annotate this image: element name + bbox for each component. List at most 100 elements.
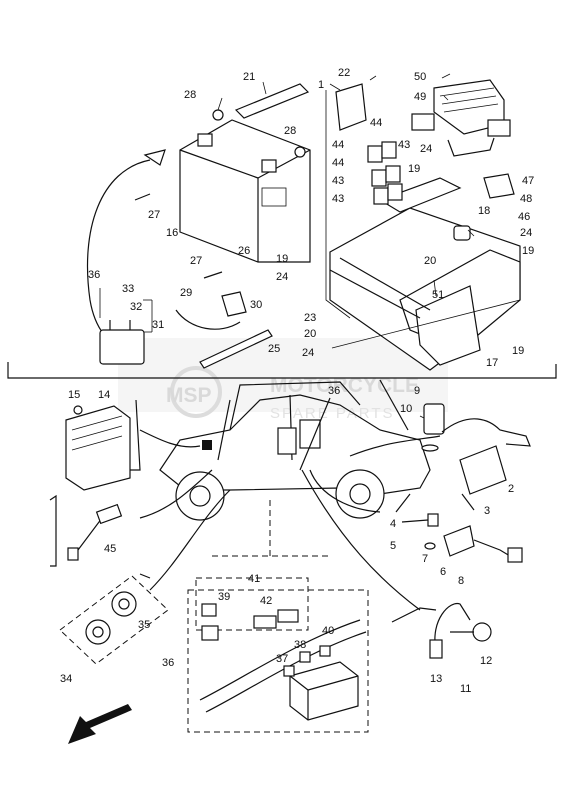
relay-module (335, 83, 367, 131)
battery-strap (234, 83, 310, 119)
callout-21: 21 (243, 71, 255, 83)
callout-27a: 27 (148, 209, 160, 221)
callout-labels: 1 2 3 4 5 6 7 8 9 10 11 12 13 14 15 16 1… (60, 67, 534, 695)
fuse-box (289, 661, 359, 721)
spark-plug (401, 513, 439, 527)
callout-5: 5 (390, 540, 396, 552)
callout-29: 29 (180, 287, 192, 299)
callout-4: 4 (390, 518, 396, 530)
callout-12: 12 (480, 655, 492, 667)
callout-17: 17 (486, 357, 498, 369)
callout-19d: 19 (512, 345, 524, 357)
callout-43c: 43 (332, 193, 344, 205)
callout-41: 41 (248, 573, 260, 585)
callout-36c: 36 (162, 657, 174, 669)
fuse-holder (221, 291, 247, 317)
callout-25: 25 (268, 343, 280, 355)
callout-leaders (99, 73, 475, 419)
callout-8: 8 (458, 575, 464, 587)
front-arrow-icon (68, 704, 132, 744)
callout-2: 2 (508, 483, 514, 495)
callout-50: 50 (414, 71, 426, 83)
callout-19b: 19 (276, 253, 288, 265)
leader-curves (139, 379, 441, 623)
callout-47: 47 (522, 175, 534, 187)
callout-36a: 36 (88, 269, 100, 281)
callout-44a: 44 (370, 117, 382, 129)
crank-sensor (443, 525, 475, 557)
cable-36 (86, 159, 151, 351)
callout-14: 14 (98, 389, 110, 401)
callout-48: 48 (520, 193, 532, 205)
callout-28a: 28 (184, 89, 196, 101)
callout-22: 22 (338, 67, 350, 79)
callout-9: 9 (414, 385, 420, 397)
callout-49: 49 (414, 91, 426, 103)
bolt-28b (294, 146, 306, 158)
watermark-logo: MSP (166, 384, 212, 407)
starter-relay (99, 329, 145, 365)
watermark-line1: MOTORCYCLE (270, 374, 419, 397)
cable-band (199, 329, 273, 369)
callout-24a: 24 (420, 143, 432, 155)
temp-sensor (67, 503, 123, 561)
relay-tray (329, 177, 521, 371)
speed-sensor (421, 403, 445, 452)
callout-7: 7 (422, 553, 428, 565)
callout-23: 23 (304, 312, 316, 324)
callout-45: 45 (104, 543, 116, 555)
callout-20a: 20 (424, 255, 436, 267)
callout-36b: 36 (328, 385, 340, 397)
callout-24b: 24 (520, 227, 532, 239)
callout-38: 38 (294, 639, 306, 651)
callout-32: 32 (130, 301, 142, 313)
relays (367, 141, 403, 205)
terminal-cover (143, 149, 166, 166)
lead-29 (175, 309, 241, 330)
callout-24d: 24 (302, 347, 314, 359)
callout-1: 1 (318, 79, 324, 91)
gasket-5 (424, 542, 436, 550)
upper-assembly (86, 79, 521, 371)
sensor-bracket (483, 173, 515, 199)
callout-44c: 44 (332, 157, 344, 169)
callout-40: 40 (322, 625, 334, 637)
callout-31: 31 (152, 319, 164, 331)
callout-19a: 19 (408, 163, 420, 175)
watermark-line2: SPARE PARTS (270, 405, 395, 422)
callout-18: 18 (478, 205, 490, 217)
ecu-location-marker (202, 440, 212, 450)
callout-44b: 44 (332, 139, 344, 151)
callout-26: 26 (238, 245, 250, 257)
callout-51: 51 (432, 289, 444, 301)
callout-43a: 43 (398, 139, 410, 151)
callout-33: 33 (122, 283, 134, 295)
callout-39: 39 (218, 591, 230, 603)
switch-group (59, 575, 169, 665)
callout-27b: 27 (190, 255, 202, 267)
callout-13: 13 (430, 673, 442, 685)
callout-20b: 20 (304, 328, 316, 340)
callout-19c: 19 (522, 245, 534, 257)
callout-6: 6 (440, 566, 446, 578)
callout-16: 16 (166, 227, 178, 239)
vehicle-illustration (159, 381, 431, 521)
ecu (411, 79, 511, 157)
callout-15: 15 (68, 389, 80, 401)
callout-24c: 24 (276, 271, 288, 283)
callout-35: 35 (138, 619, 150, 631)
callout-34: 34 (60, 673, 72, 685)
callout-43b: 43 (332, 175, 344, 187)
rectifier-regulator (65, 399, 141, 491)
callout-37: 37 (276, 653, 288, 665)
ignition-coil (441, 418, 531, 511)
battery (179, 119, 311, 263)
callout-10: 10 (400, 403, 412, 415)
harness-detail (187, 500, 369, 733)
bolt-28a (212, 109, 224, 121)
gear-position-sensor (429, 602, 492, 659)
watermark: MSP MOTORCYCLE SPARE PARTS (118, 338, 448, 422)
upper-panel-frame (7, 362, 557, 379)
callout-30: 30 (250, 299, 262, 311)
